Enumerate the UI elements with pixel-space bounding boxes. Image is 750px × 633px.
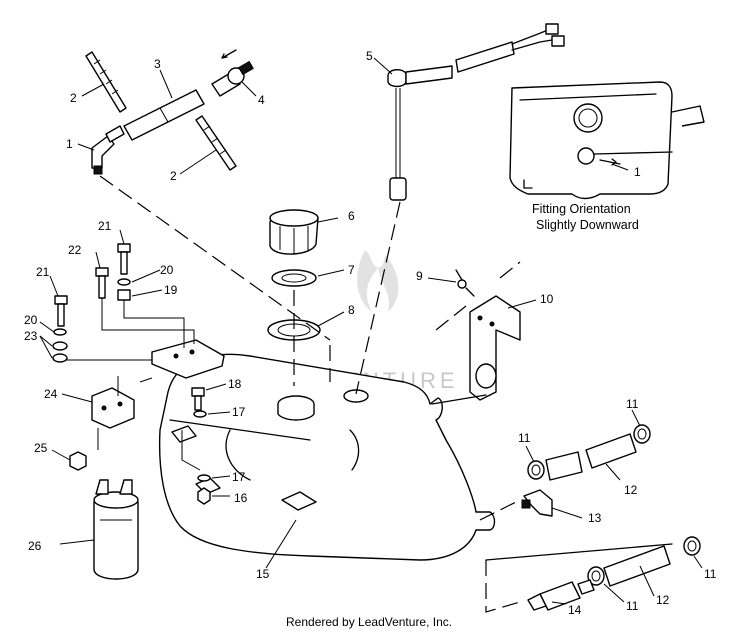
inset-caption-line2: Slightly Downward (536, 218, 639, 232)
hose-clamp-11-c (683, 536, 701, 556)
callout-1: 1 (66, 137, 73, 151)
fuel-hose-upper (123, 89, 205, 141)
fuel-shutoff-valve (211, 49, 254, 97)
bolt-21-left (54, 295, 68, 327)
callout-3: 3 (154, 57, 161, 71)
footer-credit: Rendered by LeadVenture, Inc. (286, 615, 452, 629)
nut-25 (69, 451, 87, 471)
callout-2b: 2 (170, 169, 177, 183)
callout-26: 26 (28, 539, 42, 553)
callout-11a: 11 (518, 431, 531, 445)
callout-21a: 21 (98, 219, 112, 233)
hose-clamp-upper (85, 51, 127, 113)
callout-24: 24 (44, 387, 58, 401)
inset-caption-line1: Fitting Orientation (532, 202, 631, 216)
callout-10: 10 (540, 292, 554, 306)
tank-mount-bracket (469, 295, 521, 401)
nut-16 (197, 487, 211, 505)
callout-15: 15 (256, 567, 270, 581)
callout-7: 7 (348, 263, 355, 277)
bolt-22 (95, 267, 109, 299)
filter-bracket-24 (91, 387, 135, 429)
vent-hose-fitting (455, 269, 475, 297)
fuel-tank (158, 353, 496, 561)
hose-clamp-11-d (587, 566, 605, 586)
callout-5: 5 (366, 49, 373, 63)
fuel-hose-12-lower (603, 545, 671, 587)
callout-12b: 12 (656, 593, 670, 607)
fuel-filter (93, 479, 139, 580)
callout-leaders (39, 57, 703, 605)
fuel-tank-cap (269, 209, 319, 255)
inset-callout-label: 1 (634, 165, 641, 179)
inline-filter-14 (527, 579, 595, 611)
fuel-hose-12-upper (545, 433, 637, 481)
callout-17a: 17 (232, 405, 246, 419)
callout-20b: 20 (24, 313, 38, 327)
callout-11c: 11 (704, 567, 717, 581)
callout-9: 9 (416, 269, 423, 283)
callout-4: 4 (258, 93, 265, 107)
hose-clamp-11-a (527, 460, 545, 480)
washer-17-upper (193, 410, 207, 418)
elbow-fitting-13 (521, 489, 553, 517)
callout-19: 19 (164, 283, 178, 297)
fuel-gauge-sender (387, 23, 565, 201)
callout-13: 13 (588, 511, 602, 525)
washer-stack-20-23 (52, 328, 68, 363)
washer-20-upper (117, 278, 131, 286)
callout-12a: 12 (624, 483, 638, 497)
callout-23: 23 (24, 329, 38, 343)
hose-clamp-11-b (633, 424, 651, 444)
callout-22: 22 (68, 243, 82, 257)
callout-25: 25 (34, 441, 48, 455)
inset-tank-detail: 1 (509, 81, 705, 200)
hose-clamp-lower (195, 115, 237, 171)
callout-11b: 11 (626, 397, 639, 411)
fuel-fitting-elbow (91, 125, 125, 175)
callout-2a: 2 (70, 91, 77, 105)
callout-20a: 20 (160, 263, 174, 277)
callout-8: 8 (348, 303, 355, 317)
spacer-19 (117, 289, 131, 301)
callout-6: 6 (348, 209, 355, 223)
mount-plate (151, 339, 225, 379)
callout-16: 16 (234, 491, 248, 505)
bolt-21-upper (117, 243, 131, 275)
cap-gasket (271, 269, 317, 287)
callout-18: 18 (228, 377, 242, 391)
callout-11d: 11 (626, 599, 639, 613)
callout-17b: 17 (232, 470, 246, 484)
washer-17-lower (197, 474, 211, 482)
callout-numbers: 1 2 2 3 4 5 6 7 8 9 10 11 11 11 11 12 12… (24, 49, 717, 617)
tank-bolt-18 (191, 387, 205, 411)
callout-21b: 21 (36, 265, 50, 279)
assembly-lines (66, 175, 673, 613)
callout-14: 14 (568, 603, 582, 617)
